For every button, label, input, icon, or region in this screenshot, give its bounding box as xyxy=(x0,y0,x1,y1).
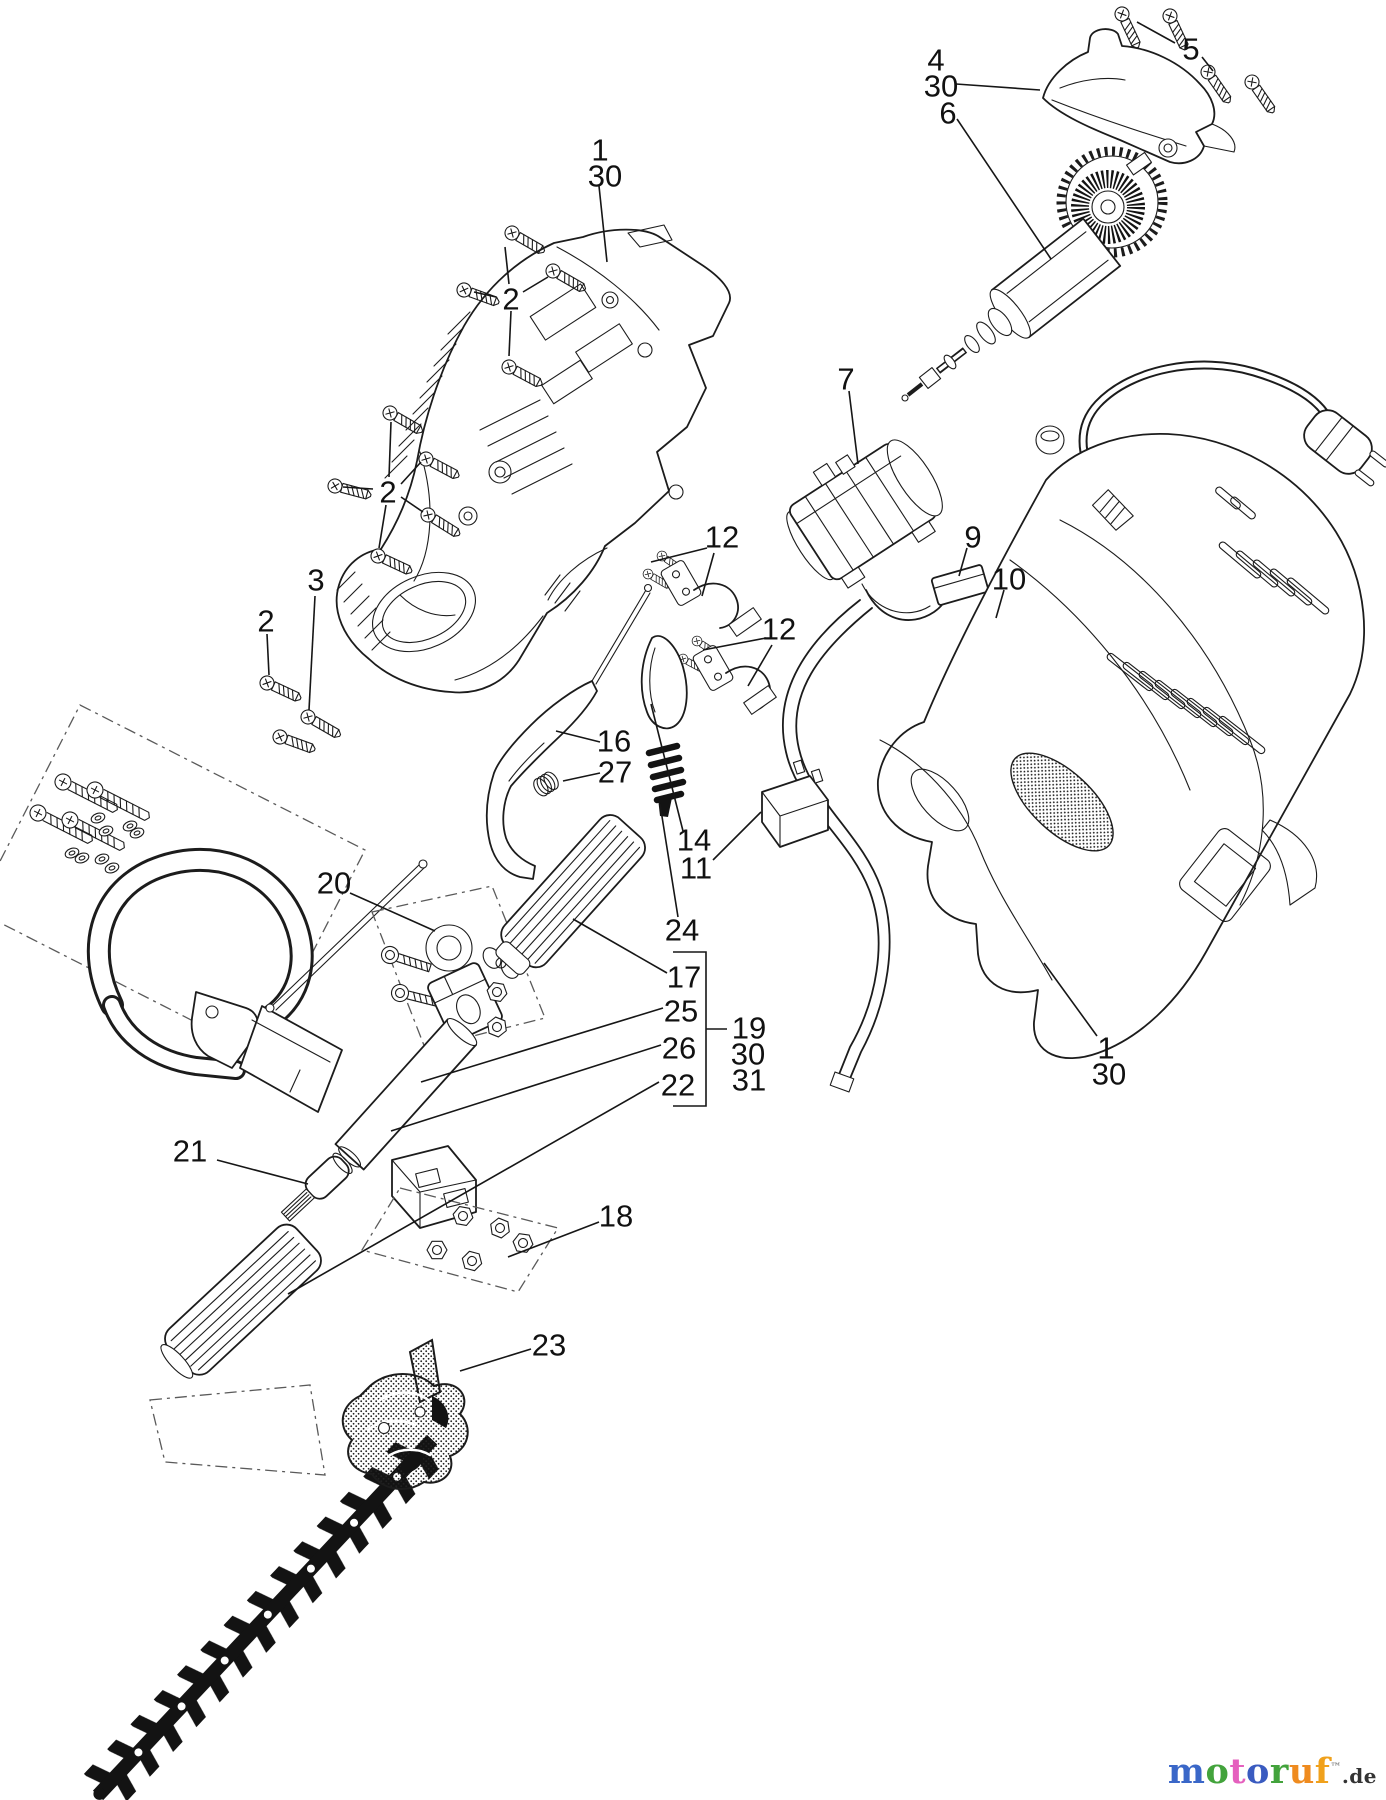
logo-letter: r xyxy=(1269,1751,1289,1792)
part-callout: 31 xyxy=(732,1063,766,1098)
spring-illustration xyxy=(533,771,559,797)
part-callout: 17 xyxy=(667,960,701,995)
armature-illustration xyxy=(901,146,1168,402)
part-callout: 1 xyxy=(1097,1031,1114,1066)
part-callout: 6 xyxy=(939,96,956,131)
logo-letter: t xyxy=(1229,1751,1246,1792)
logo-letter: o xyxy=(1246,1751,1270,1792)
part-callout: 21 xyxy=(173,1134,207,1169)
logo-letter: f xyxy=(1314,1751,1331,1792)
grip-texture xyxy=(1010,752,1114,852)
part-callout: 11 xyxy=(680,851,712,886)
callouts: 1 30 2 2 2 3 4 30 6 5 7 12 12 9 10 16 27… xyxy=(173,32,1200,1363)
part-callout: 1 xyxy=(591,133,608,168)
coupler-pin-illustration xyxy=(280,1152,353,1222)
logo-letter: o xyxy=(1205,1751,1230,1792)
leader-lines xyxy=(216,21,1214,1372)
brush-holder-group-2 xyxy=(675,633,777,715)
part-callout: 7 xyxy=(837,362,854,397)
part-callout: 20 xyxy=(317,866,351,901)
lockout-lever-illustration xyxy=(640,635,688,730)
mount-plate-group xyxy=(360,1145,560,1293)
part-callout: 30 xyxy=(924,69,958,104)
part-callout: 3 xyxy=(307,563,324,598)
gearhead-cover-illustration xyxy=(1042,4,1280,165)
trigger-illustration xyxy=(485,583,653,880)
handle-kit xyxy=(0,704,366,1056)
part-callout: 27 xyxy=(598,755,632,790)
motor-illustration xyxy=(786,439,943,589)
part-callout: 4 xyxy=(927,43,944,78)
part-callout: 22 xyxy=(661,1068,695,1103)
part-callout: 12 xyxy=(705,520,739,555)
blade-gearbox-illustration xyxy=(149,1338,469,1490)
part-callout: 18 xyxy=(599,1199,633,1234)
part-callout: 16 xyxy=(597,724,631,759)
power-plug-illustration xyxy=(1303,409,1386,487)
trademark-symbol: ™ xyxy=(1330,1760,1342,1774)
lower-grip-illustration xyxy=(160,1223,322,1379)
part-callout: 2 xyxy=(502,282,519,317)
part-callout: 30 xyxy=(731,1037,765,1072)
part-callout: 19 xyxy=(732,1011,766,1046)
part-callout: 30 xyxy=(588,159,622,194)
compression-spring-illustration xyxy=(645,742,687,817)
logo-letter: m xyxy=(1167,1751,1206,1792)
part-callout: 14 xyxy=(677,823,711,858)
part-callout: 9 xyxy=(964,520,981,555)
part-callout: 2 xyxy=(379,475,396,510)
housing-half-illustration xyxy=(335,224,731,694)
part-callout: 5 xyxy=(1182,32,1199,67)
logo-tld: .de xyxy=(1341,1764,1377,1788)
vent-slots-lower xyxy=(1106,652,1266,755)
vent-slots-upper xyxy=(1215,486,1330,615)
logo-letter: u xyxy=(1288,1751,1315,1792)
loop-handle-illustration xyxy=(86,847,428,1113)
assembled-unit-illustration xyxy=(877,360,1386,1060)
part-callout: 25 xyxy=(664,994,698,1029)
part-callout: 26 xyxy=(662,1031,696,1066)
motoruf-logo: motoruf™.de xyxy=(1168,1754,1377,1789)
part-callout: 12 xyxy=(762,612,796,647)
part-callout: 30 xyxy=(1092,1057,1126,1092)
boom-shaft-illustration xyxy=(334,1017,478,1171)
switch-illustration xyxy=(761,759,829,848)
part-callout: 23 xyxy=(532,1328,566,1363)
part-callout: 10 xyxy=(992,562,1026,597)
brush-holder-group-1 xyxy=(640,548,762,637)
part-callout: 2 xyxy=(257,604,274,639)
part-callout: 24 xyxy=(665,913,699,948)
upper-grip-illustration xyxy=(495,814,646,975)
